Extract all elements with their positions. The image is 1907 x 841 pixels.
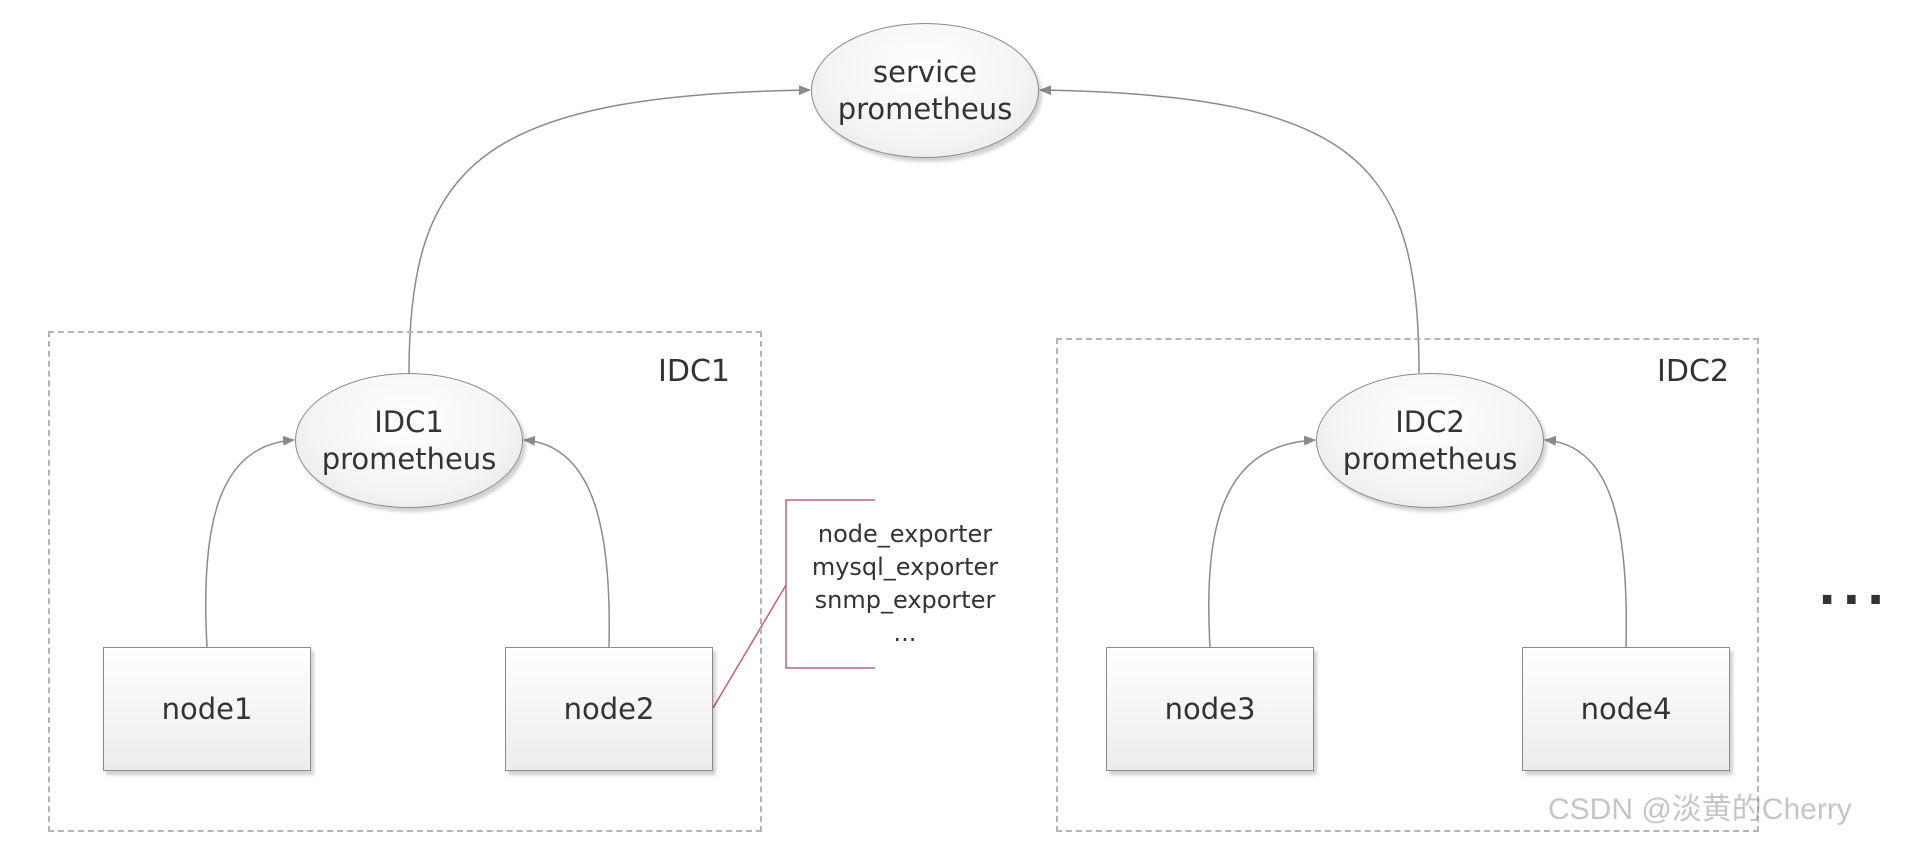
edge-idc2-to-service [1039, 85, 1420, 374]
node2-box: node2 [505, 647, 713, 771]
service-prometheus-node: service prometheus [811, 23, 1039, 158]
service-node-line1: service [873, 54, 977, 89]
exporter-item: mysql_exporter [811, 553, 999, 581]
idc1-group-label: IDC1 [658, 354, 730, 389]
node3-label: node3 [1164, 692, 1256, 726]
idc2-prometheus-node: IDC2 prometheus [1316, 373, 1544, 508]
node4-box: node4 [1522, 647, 1730, 771]
node2-label: node2 [563, 692, 655, 726]
idc2-group-label: IDC2 [1657, 354, 1729, 389]
node1-box: node1 [103, 647, 311, 771]
node4-label: node4 [1580, 692, 1672, 726]
idc2-node-line2: prometheus [1342, 441, 1518, 476]
service-node-line2: prometheus [837, 91, 1013, 126]
watermark: CSDN @淡黄的Cherry [1548, 793, 1852, 826]
edge-idc1-to-service [408, 85, 811, 374]
exporter-item: node_exporter [817, 520, 993, 548]
node1-label: node1 [161, 692, 253, 726]
edge-node1-to-idc1 [204, 435, 295, 648]
edge-node2-to-idc1 [523, 435, 611, 648]
edge-node3-to-idc2 [1208, 435, 1316, 648]
idc1-group [48, 331, 762, 832]
idc1-node-line1: IDC1 [374, 404, 444, 439]
idc1-prometheus-node: IDC1 prometheus [295, 373, 523, 508]
exporter-item: snmp_exporter [814, 586, 996, 614]
exporter-bracket [785, 499, 875, 669]
node3-box: node3 [1106, 647, 1314, 771]
exporter-item: ... [893, 619, 917, 647]
exporter-list: node_exporter mysql_exporter snmp_export… [785, 500, 1025, 668]
exporter-connector [712, 584, 787, 709]
edge-node4-to-idc2 [1544, 435, 1628, 648]
idc1-node-line2: prometheus [321, 441, 497, 476]
idc2-node-line1: IDC2 [1395, 404, 1465, 439]
idc2-group [1056, 338, 1759, 832]
more-ellipsis: ... [1818, 560, 1891, 616]
